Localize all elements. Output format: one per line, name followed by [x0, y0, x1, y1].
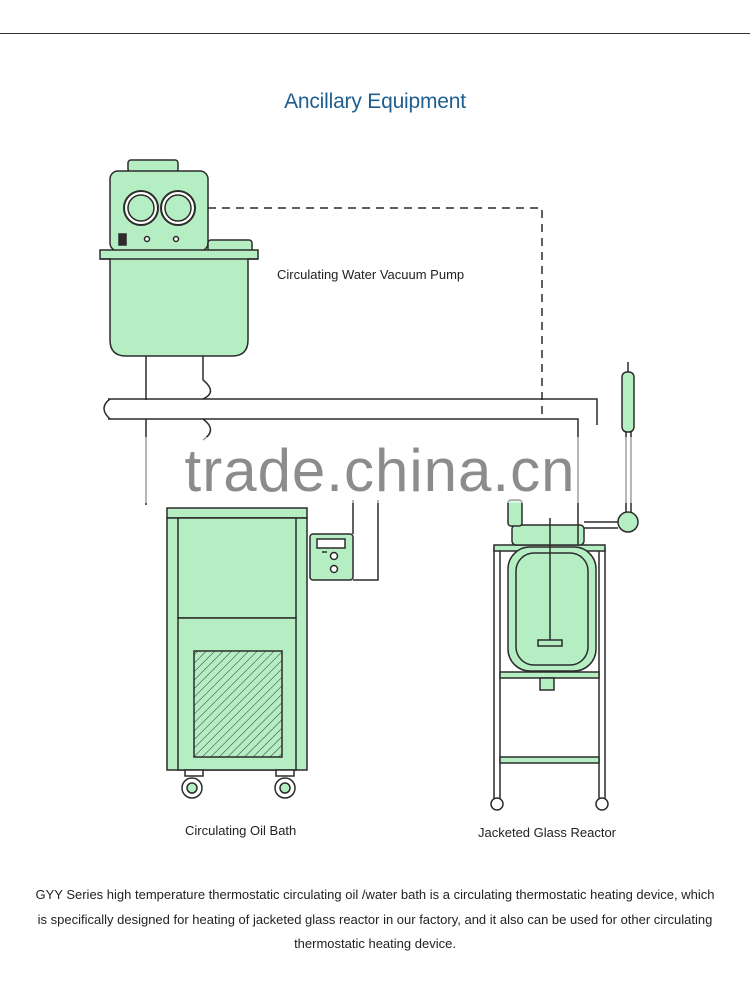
description-text: GYY Series high temperature thermostatic… [35, 887, 715, 951]
circulating-oil-bath [166, 507, 354, 799]
page-title: Ancillary Equipment [284, 90, 466, 113]
reactor-label: Jacketed Glass Reactor [478, 825, 617, 840]
return-pipe [108, 418, 579, 545]
oil-bath-label: Circulating Oil Bath [185, 823, 297, 838]
vacuum-pump [99, 159, 259, 400]
watermark: trade.china.cn [90, 437, 670, 504]
vacuum-line [208, 207, 543, 420]
supply-pipe [108, 398, 598, 425]
top-divider [0, 33, 750, 34]
jacketed-glass-reactor [490, 362, 639, 811]
pump-label: Circulating Water Vacuum Pump [277, 267, 465, 282]
